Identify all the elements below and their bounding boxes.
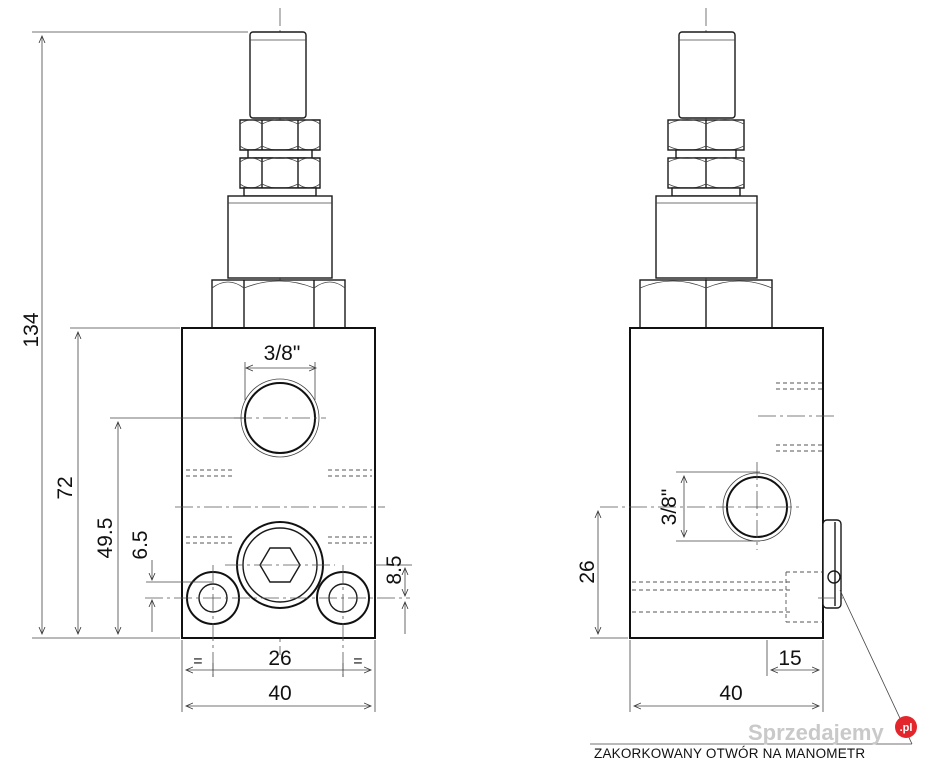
- watermark-text: Sprzedajemy: [748, 720, 884, 745]
- dimension-6-5: 6.5: [129, 530, 212, 632]
- hidden-lines-side: [632, 382, 838, 623]
- dim-thread-side-label: 3/8": [658, 489, 681, 526]
- dimension-40-side: 40: [634, 682, 819, 706]
- watermark-badge-text: .pl: [900, 722, 913, 734]
- dimension-49-5: 49.5: [94, 417, 244, 634]
- side-view: 3/8" 26 15 40: [576, 8, 913, 745]
- dimension-thread-side: 3/8": [658, 471, 760, 542]
- dim-thread-front-label: 3/8": [264, 342, 301, 365]
- side-bonnet: [655, 195, 758, 279]
- mounting-holes: [145, 565, 410, 680]
- dimension-8-5: 8.5: [375, 555, 412, 634]
- dim-6-5-label: 6.5: [129, 530, 152, 559]
- dim-134-label: 134: [20, 312, 43, 347]
- center-plug: [225, 521, 335, 609]
- side-lock-nut-lower: [667, 157, 745, 189]
- dimension-26-front: 26 = =: [181, 640, 376, 712]
- side-cartridge-hex: [639, 279, 773, 329]
- gauge-port-note: ZAKORKOWANY OTWÓR NA MANOMETR: [594, 746, 865, 761]
- valve-bonnet: [227, 195, 333, 279]
- dim-40-front-label: 40: [268, 682, 291, 705]
- gauge-port-plug: [818, 519, 846, 609]
- equal-left-label: =: [193, 653, 203, 670]
- dimension-15-side: 15: [629, 640, 824, 712]
- dim-40-side-label: 40: [719, 682, 742, 705]
- side-adjusting-stem: [678, 31, 736, 119]
- dim-8-5-label: 8.5: [383, 555, 406, 584]
- dim-49-5-label: 49.5: [94, 518, 117, 559]
- adjusting-stem: [249, 31, 307, 119]
- side-lock-nut-upper: [667, 119, 745, 151]
- valve-body-side: [629, 327, 824, 639]
- hidden-lines-front: [175, 469, 385, 544]
- dim-26-side-label: 26: [576, 560, 599, 583]
- lock-nut-upper: [239, 119, 321, 151]
- front-view: 134 72 49.5 6.5 8.5: [20, 8, 412, 712]
- equal-right-label: =: [353, 653, 363, 670]
- dimension-134: 134: [20, 31, 248, 639]
- watermark: Sprzedajemy .pl: [748, 716, 917, 745]
- dimension-thread-front: 3/8": [244, 342, 316, 400]
- dim-72-label: 72: [54, 476, 77, 499]
- dimension-26-side: 26: [576, 511, 628, 639]
- dimension-72: 72: [54, 327, 180, 634]
- dim-26-front-label: 26: [268, 647, 291, 670]
- watermark-badge-circle: [895, 716, 917, 738]
- cartridge-hex: [211, 279, 346, 329]
- dimension-40-front: 40: [186, 682, 371, 706]
- dim-15-side-label: 15: [778, 647, 801, 670]
- valve-body-front: [181, 327, 376, 639]
- lock-nut-lower: [239, 157, 321, 189]
